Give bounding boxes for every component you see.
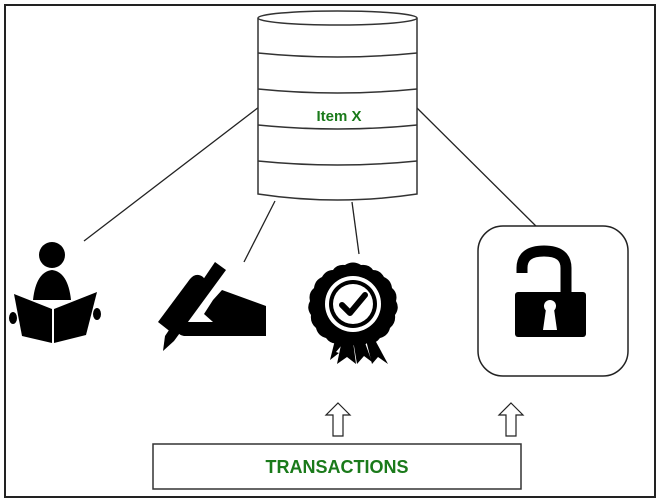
cylinder-band bbox=[257, 124, 418, 130]
cylinder-band bbox=[257, 160, 418, 166]
reader-book-icon bbox=[9, 242, 101, 343]
database-cylinder-icon bbox=[257, 10, 418, 201]
database-label: Item X bbox=[316, 108, 361, 125]
transactions-box bbox=[152, 443, 522, 490]
cylinder-band bbox=[257, 88, 418, 94]
cylinder-top bbox=[257, 10, 418, 26]
cylinder-body bbox=[257, 18, 418, 201]
up-arrow-icon bbox=[497, 402, 525, 437]
award-badge-check-icon bbox=[308, 262, 398, 364]
connector-commit bbox=[351, 201, 360, 255]
cylinder-band bbox=[257, 52, 418, 58]
connector-unlock bbox=[415, 106, 549, 239]
transactions-label: TRANSACTIONS bbox=[266, 457, 409, 477]
unlocked-padlock-icon bbox=[515, 245, 586, 337]
up-arrow-icon bbox=[324, 402, 352, 437]
connector-read bbox=[83, 106, 260, 242]
connector-lines bbox=[83, 106, 549, 263]
hand-writing-pen-icon bbox=[158, 262, 266, 351]
connector-write bbox=[243, 200, 276, 263]
